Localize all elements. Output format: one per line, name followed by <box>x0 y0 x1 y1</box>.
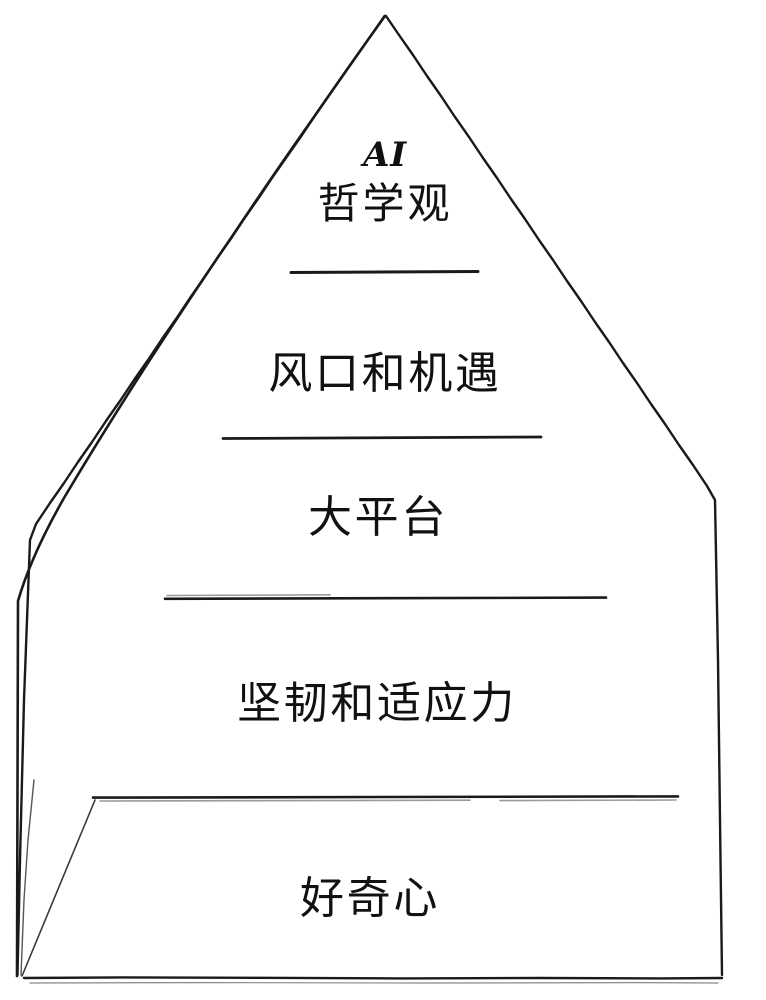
tier-4-label: 坚韧和适应力 <box>237 677 517 729</box>
outline-left <box>16 14 386 977</box>
tier-5-label: 好奇心 <box>300 872 440 924</box>
tier-divider-4-shadow-b <box>499 799 677 802</box>
pyramid-left-edge-double <box>21 799 96 977</box>
tier-3-label: 大平台 <box>308 491 448 543</box>
tier-divider-3 <box>163 596 608 601</box>
tier-1-label: AI 哲学观 <box>255 135 515 228</box>
tier-2-label: 风口和机遇 <box>268 347 502 399</box>
outline-base <box>22 976 724 980</box>
tier-1-latin-text: AI <box>363 135 407 176</box>
tier-divider-4 <box>91 795 680 799</box>
pyramid-outline-group <box>16 14 724 980</box>
outline-right <box>384 14 724 977</box>
tier-divider-2 <box>221 435 543 440</box>
tier-divider-4-shadow <box>99 799 471 802</box>
tier-dividers <box>91 270 680 799</box>
tier-1-text: 哲学观 <box>317 178 453 228</box>
tier-divider-3-shadow <box>166 593 331 597</box>
tier-divider-1 <box>289 270 480 274</box>
tier-divider-shadows <box>99 593 677 802</box>
outline-left-double <box>20 779 35 976</box>
